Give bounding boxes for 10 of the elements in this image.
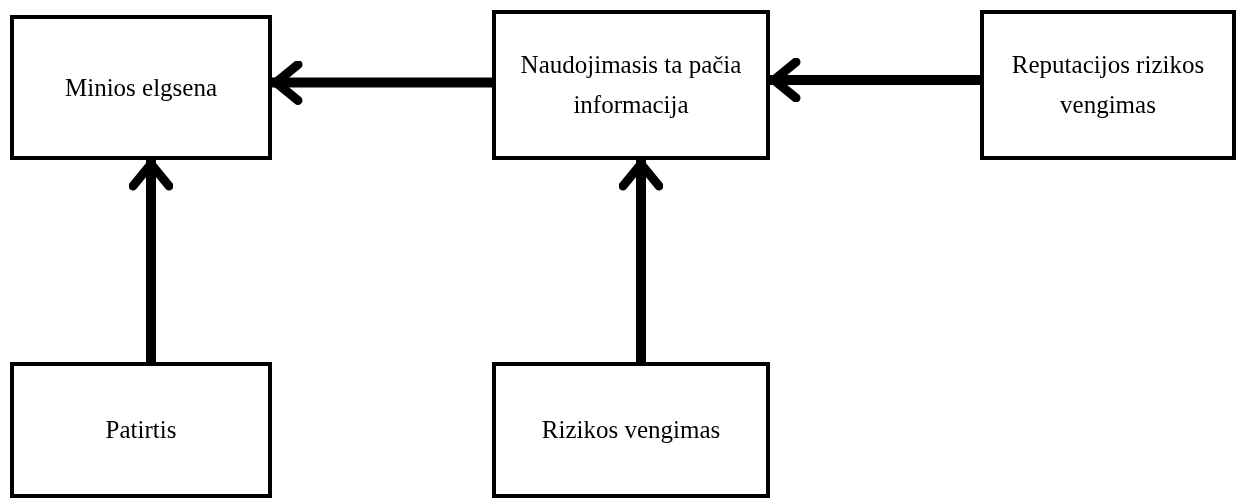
box-label: Rizikos vengimas [540,414,722,445]
text-box [10,15,272,160]
box-label: Minios elgsena [63,72,219,103]
box-label: Patirtis [104,415,178,446]
text-box [980,10,1236,160]
box-label: Naudojimasis ta pačia informacija [519,50,743,120]
text-box [492,10,770,160]
text-box [492,362,770,498]
box-label: Reputacijos rizikos vengimas [1010,50,1206,120]
text-box [10,362,272,498]
